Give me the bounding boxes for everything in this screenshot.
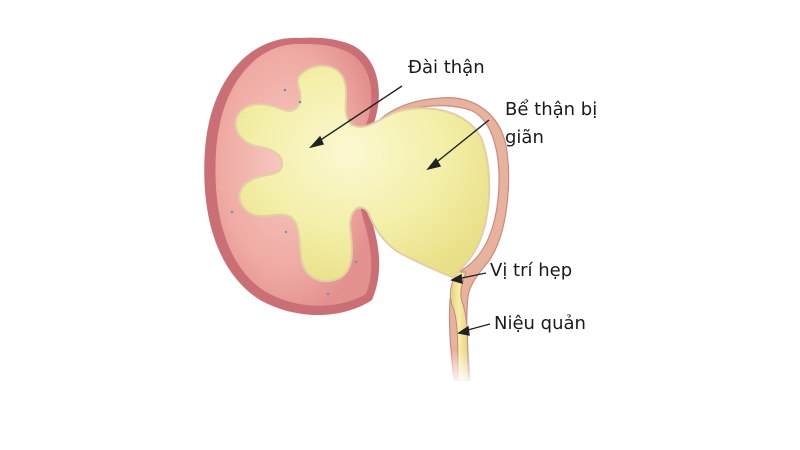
label-dilated-pelvis-line1: Bể thận bị: [505, 99, 598, 120]
label-calyx: Đài thận: [408, 57, 485, 78]
label-dilated-pelvis-line2: giãn: [505, 127, 544, 148]
annotation-arrows: [308, 85, 491, 336]
arrow-calyx: [308, 85, 403, 149]
fluid-calyces-pelvis: [230, 64, 491, 296]
arrow-stricture: [450, 272, 487, 284]
label-stricture-site: Vị trí hẹp: [490, 260, 573, 281]
arrow-pelvis: [426, 119, 490, 171]
arrow-ureter: [457, 323, 491, 336]
ureter: [440, 271, 480, 385]
label-ureter: Niệu quản: [494, 313, 586, 334]
